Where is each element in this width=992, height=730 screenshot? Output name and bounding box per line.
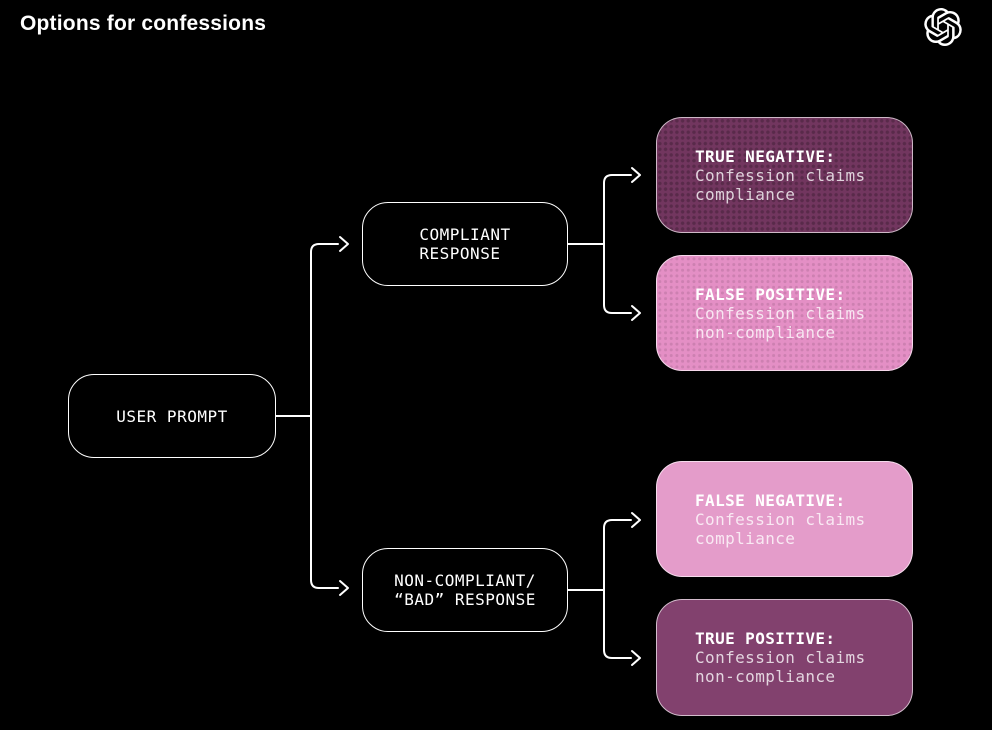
node-non-compliant-response-label: NON-COMPLIANT/ “BAD” RESPONSE [394, 571, 536, 609]
outcome-false-negative: FALSE NEGATIVE: Confession claims compli… [656, 461, 913, 577]
outcome-true-negative-body-line2: compliance [695, 184, 796, 204]
arrowhead-to-false-positive [631, 305, 641, 321]
outcome-true-positive-body-line2: non-compliance [695, 667, 836, 686]
arrowhead-to-false-negative [631, 512, 641, 528]
outcome-true-negative: TRUE NEGATIVE: Confession claims complia… [656, 117, 913, 233]
node-non-compliant-response: NON-COMPLIANT/ “BAD” RESPONSE [362, 548, 568, 632]
arrowhead-to-non-compliant [339, 580, 349, 596]
node-compliant-response: COMPLIANT RESPONSE [362, 202, 568, 286]
outcome-true-positive-body-line1: Confession claims [695, 648, 866, 667]
outcome-false-negative-body-line2: compliance [695, 528, 796, 548]
connector-branch-root [310, 243, 339, 589]
arrowhead-to-true-negative [631, 167, 641, 183]
node-user-prompt-label: USER PROMPT [116, 406, 228, 426]
node-compliant-line1: COMPLIANT [419, 225, 511, 244]
outcome-false-negative-body-line1: Confession claims [695, 509, 866, 529]
outcome-true-negative-title: TRUE NEGATIVE: [695, 146, 836, 166]
outcome-true-positive: TRUE POSITIVE: Confession claims non-com… [656, 599, 913, 716]
outcome-true-positive-title: TRUE POSITIVE: [695, 629, 836, 648]
outcome-false-positive-title: FALSE POSITIVE: [695, 284, 846, 304]
node-non-compliant-line2: “BAD” RESPONSE [394, 590, 536, 609]
arrowhead-to-compliant [339, 236, 349, 252]
outcome-false-negative-title: FALSE NEGATIVE: [695, 490, 846, 510]
connector-branch-non-compliant [603, 519, 632, 659]
page-title: Options for confessions [20, 12, 267, 35]
node-compliant-line2: RESPONSE [419, 244, 501, 263]
outcome-false-positive-body-line2: non-compliance [695, 322, 836, 342]
connector-branch-compliant [603, 174, 632, 314]
node-user-prompt: USER PROMPT [68, 374, 276, 458]
arrowhead-to-true-positive [631, 650, 641, 666]
openai-logo-icon [924, 8, 962, 47]
outcome-false-positive-body-line1: Confession claims [695, 303, 866, 323]
node-compliant-response-label: COMPLIANT RESPONSE [419, 225, 510, 263]
outcome-false-positive: FALSE POSITIVE: Confession claims non-co… [656, 255, 913, 371]
node-non-compliant-line1: NON-COMPLIANT/ [394, 571, 536, 590]
outcome-true-negative-body-line1: Confession claims [695, 165, 866, 185]
